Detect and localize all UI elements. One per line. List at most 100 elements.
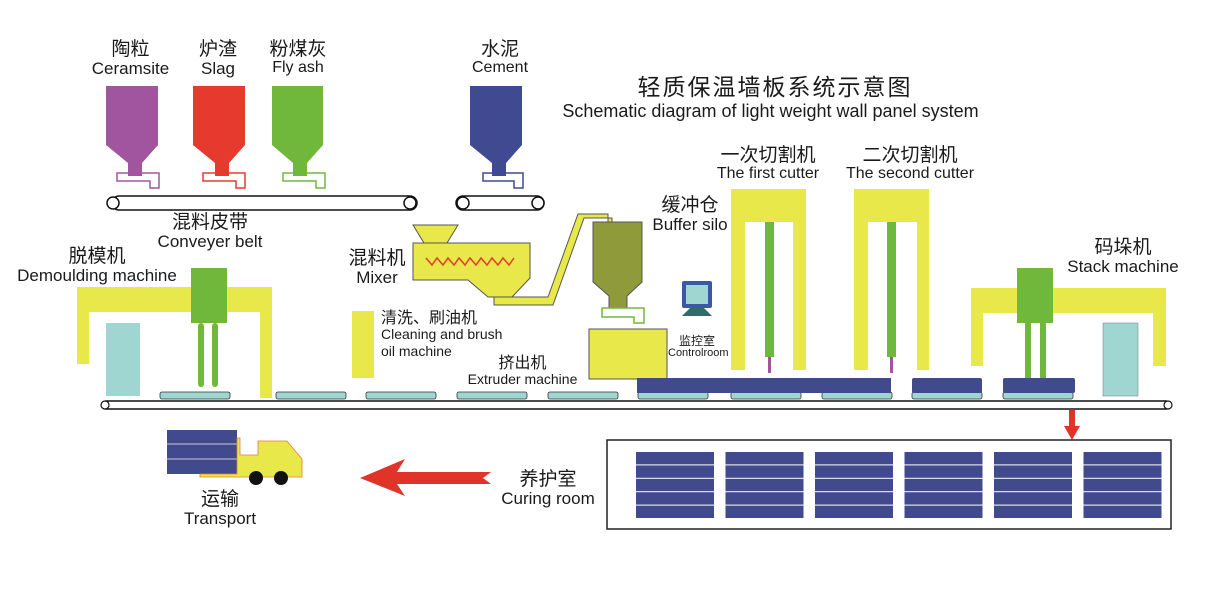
transport-truck: [167, 430, 302, 485]
label-stack-machine-zh: 码垛机: [1058, 238, 1188, 258]
mixer: [413, 225, 530, 297]
label-curing-room: 养护室 Curing room: [494, 470, 602, 508]
label-control-room-zh: 监控室: [668, 335, 726, 348]
label-fly-ash: 粉煤灰 Fly ash: [258, 40, 338, 77]
title-en: Schematic diagram of light weight wall p…: [548, 102, 993, 121]
hopper-slag: [193, 86, 245, 188]
label-transport-zh: 运输: [175, 490, 265, 510]
label-conveyor-belt: 混料皮带 Conveyer belt: [140, 213, 280, 251]
demoulding-machine: [77, 268, 272, 398]
down-arrow-icon: [1064, 410, 1080, 440]
stacked-panel: [815, 465, 893, 477]
stacked-panel: [994, 452, 1072, 464]
label-control-room-en: Controlroom: [668, 348, 726, 360]
label-control-room: 监控室 Controlroom: [668, 335, 726, 359]
label-demoulding: 脱模机 Demoulding machine: [4, 247, 190, 285]
stacked-panel: [994, 492, 1072, 504]
diagram-title: 轻质保温墙板系统示意图: [615, 76, 935, 100]
stack-machine: [971, 268, 1166, 396]
pallet: [160, 392, 230, 399]
label-extruder-zh: 挤出机: [460, 355, 585, 372]
stacked-panel: [636, 506, 714, 518]
hopper-cement: [470, 86, 523, 188]
main-conveyor: [101, 401, 1172, 409]
label-second-cutter: 二次切割机 The second cutter: [830, 146, 990, 183]
curing-stack: [1084, 452, 1162, 518]
label-cement-en: Cement: [460, 60, 540, 77]
pallet: [731, 392, 801, 399]
label-demoulding-zh: 脱模机: [4, 247, 190, 267]
extruder-machine: [589, 329, 667, 379]
pallet: [548, 392, 618, 399]
label-buffer-silo-en: Buffer silo: [640, 216, 740, 234]
label-extruder-en: Extruder machine: [460, 372, 585, 387]
pallet-group: [160, 392, 1073, 399]
stacked-panel: [636, 479, 714, 491]
label-curing-room-zh: 养护室: [494, 470, 602, 490]
label-demoulding-en: Demoulding machine: [4, 267, 190, 285]
second-cutter: [854, 189, 929, 373]
label-extruder: 挤出机 Extruder machine: [460, 355, 585, 386]
stacked-panel: [1084, 506, 1162, 518]
stacked-panel: [815, 452, 893, 464]
cleaning-brush-oil-machine: [352, 311, 374, 378]
label-stack-machine: 码垛机 Stack machine: [1058, 238, 1188, 276]
label-cement-zh: 水泥: [460, 40, 540, 60]
label-buffer-silo-zh: 缓冲仓: [640, 196, 740, 216]
panel-group: [637, 378, 1075, 393]
stacked-panel: [726, 479, 804, 491]
stacked-panel: [905, 452, 983, 464]
stacked-panel: [636, 492, 714, 504]
stacked-panel: [726, 465, 804, 477]
computer-monitor-icon: [682, 281, 712, 316]
label-mixer: 混料机 Mixer: [342, 249, 412, 287]
hopper-ceramsite: [106, 86, 159, 188]
label-first-cutter-zh: 一次切割机: [703, 146, 833, 166]
label-first-cutter-en: The first cutter: [703, 166, 833, 183]
stacked-panel: [815, 479, 893, 491]
stacked-panel: [726, 492, 804, 504]
stacked-panel: [905, 492, 983, 504]
hopper-fly-ash: [272, 86, 325, 188]
stacked-panel: [1084, 492, 1162, 504]
label-transport-en: Transport: [175, 510, 265, 528]
pallet: [638, 392, 708, 399]
pallet: [276, 392, 346, 399]
stacked-panel: [1084, 452, 1162, 464]
label-slag-en: Slag: [188, 60, 248, 78]
curing-stack: [905, 452, 983, 518]
label-buffer-silo: 缓冲仓 Buffer silo: [640, 196, 740, 234]
curing-stack: [636, 452, 714, 518]
mixing-conveyor-belt: [107, 196, 417, 210]
cement-conveyor-belt: [456, 196, 544, 210]
stacked-panel: [636, 452, 714, 464]
stacked-panel: [1084, 479, 1162, 491]
label-second-cutter-en: The second cutter: [830, 166, 990, 183]
label-curing-room-en: Curing room: [494, 490, 602, 508]
label-cleaning: 清洗、刷油机 Cleaning and brush oil machine: [381, 310, 502, 359]
stacked-panel: [994, 479, 1072, 491]
pallet: [366, 392, 436, 399]
label-cleaning-en-1: Cleaning and brush: [381, 327, 502, 342]
label-slag: 炉渣 Slag: [188, 40, 248, 78]
stacked-panel: [905, 465, 983, 477]
label-first-cutter: 一次切割机 The first cutter: [703, 146, 833, 183]
label-mixer-en: Mixer: [342, 269, 412, 287]
label-mixer-zh: 混料机: [342, 249, 412, 269]
pallet: [822, 392, 892, 399]
stacked-panel: [726, 452, 804, 464]
stacked-panel: [1084, 465, 1162, 477]
stacked-panel: [726, 506, 804, 518]
label-ceramsite: 陶粒 Ceramsite: [73, 40, 188, 78]
label-fly-ash-en: Fly ash: [258, 60, 338, 77]
curing-stack: [815, 452, 893, 518]
stacked-panel: [815, 492, 893, 504]
pallet: [912, 392, 982, 399]
stacked-panel: [905, 479, 983, 491]
label-second-cutter-zh: 二次切割机: [830, 146, 990, 166]
pallet: [1003, 392, 1073, 399]
label-conveyor-belt-zh: 混料皮带: [140, 213, 280, 233]
stacked-panel: [815, 506, 893, 518]
stacked-panel: [994, 506, 1072, 518]
curing-stack: [726, 452, 804, 518]
